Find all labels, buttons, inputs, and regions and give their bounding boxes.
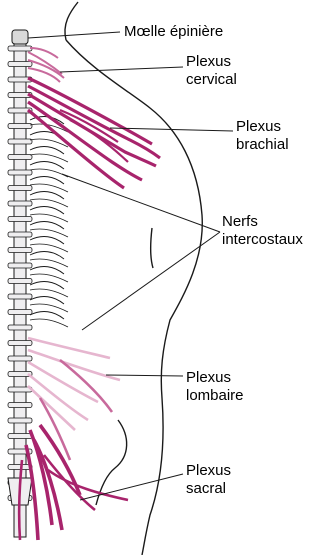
rib [30,162,64,169]
leader-moelle [28,32,120,38]
label-nerfs-intercostaux-line1: Nerfs [222,213,258,230]
vertebra [8,62,32,67]
sacral-plexus [19,425,128,540]
vertebra [8,139,32,144]
label-plexus-cervical-line1: Plexus [186,53,231,70]
intercostal-nerve [30,184,68,192]
label-moelle-epiniere: Mœlle épinière [124,23,223,40]
label-plexus-brachial-line2: brachial [236,136,289,153]
rib [30,282,64,289]
rib [30,237,64,244]
intercostal-nerve [30,274,68,282]
rib [30,252,64,259]
vertebra [8,403,32,408]
vertebra [8,434,32,439]
label-plexus-cervical-line2: cervical [186,71,237,88]
vertebra [8,325,32,330]
vertebra [8,294,32,299]
label-plexus-lombaire-line1: Plexus [186,369,231,386]
vertebra [8,186,32,191]
label-plexus-sacral-line1: Plexus [186,462,231,479]
leader-sacral [80,474,183,500]
vertebra [8,201,32,206]
rib [30,192,64,199]
brachial-plexus [28,78,160,188]
vertebra [8,263,32,268]
rib [30,222,64,229]
intercostal-nerve [30,169,68,177]
vertebra [8,341,32,346]
intercostal-nerve [30,229,68,237]
cervical-plexus [28,48,64,82]
vertebra [8,217,32,222]
intercostal-nerve [30,319,68,327]
intercostal-nerve [30,289,68,297]
body-outline [65,2,202,555]
leader-lombaire [106,375,183,376]
leader-cervical [60,67,183,72]
vertebra [8,155,32,160]
vertebra [8,356,32,361]
rib [30,177,64,184]
vertebra [8,248,32,253]
vertebra [8,46,32,51]
shoulder-blade-contour [151,228,153,268]
intercostal-nerve [30,259,68,267]
rib [30,207,64,214]
label-plexus-brachial-line1: Plexus [236,118,281,135]
intercostal-nerve [30,199,68,207]
intercostal-nerve [30,154,68,162]
neck-contour [65,2,78,40]
vertebra [8,418,32,423]
intercostal-nerve [30,304,68,312]
spinal-cord-top [12,30,28,44]
vertebra [8,279,32,284]
lumbar-plexus [28,338,120,460]
rib [30,312,64,319]
rib [30,147,64,154]
rib [30,267,64,274]
intercostal-nerve [30,214,68,222]
label-plexus-sacral-line2: sacral [186,480,226,497]
rib [30,297,64,304]
label-nerfs-intercostaux-line2: intercostaux [222,231,303,248]
vertebra [8,310,32,315]
vertebra [8,232,32,237]
intercostal-nerve [30,244,68,252]
vertebra [8,124,32,129]
vertebra [8,170,32,175]
label-plexus-lombaire-line2: lombaire [186,387,244,404]
